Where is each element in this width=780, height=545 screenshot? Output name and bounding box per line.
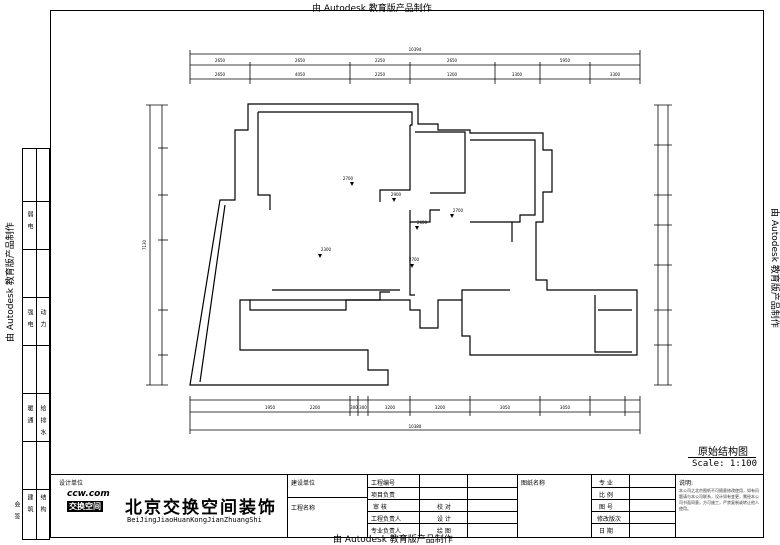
drawing-no-label: 图 号 [599,504,613,511]
dim-label: 1200 [447,72,458,77]
scale-label: 比 例 [599,492,613,499]
dim-label: 3200 [385,405,396,410]
dim-label: 3050 [500,405,511,410]
room-label: 2300 [321,247,332,252]
eng-lead-label: 工程负责人 [371,516,402,523]
signoff-label: 给排水 [39,405,46,441]
dim-label: 3300 [610,72,621,77]
drawing-name-label: 图纸名称 [521,480,546,487]
signoff-label: 结构 [39,494,46,518]
project-name-label: 工程名称 [291,505,316,512]
signoff-label: 会签 [13,501,20,525]
plan-title: 原始结构图 [698,447,748,458]
dim-label: 2650 [295,58,306,63]
room-label: 2600 [417,220,428,225]
check-label: 校 对 [437,504,451,511]
dim-label: 2650 [215,72,226,77]
watermark-left: 由 Autodesk 教育版产品制作 [6,222,16,342]
room-label: 2700 [343,176,354,181]
company-name-en: BeiJingJiaoHuanKongJianZhuangShi [127,516,262,524]
dim-label: 3200 [435,405,446,410]
signoff-label: 建筑 [26,494,33,518]
spec-lead-label: 专业负责人 [371,528,402,535]
build-unit-label: 建设单位 [291,480,316,487]
revision-label: 修改版次 [597,516,622,523]
dim-top-total: 10394 [409,47,422,52]
logo-text: ccw.com [67,489,110,499]
watermark-bottom: 由 Autodesk 教育版产品制作 [333,535,453,545]
draw-label: 绘 图 [437,528,451,535]
project-lead-label: 项目负责 [371,492,396,499]
notes-body: 本公司之北京图纸不可随意修改使用，如有问题请与本公司联系，设计如有变更，需经本公… [679,488,759,511]
notes-label: 说明: [679,480,694,487]
dim-label: 2650 [215,58,226,63]
signoff-strip: 弱电 动力 强电 给排水 暖通 结构 建筑 会签 [13,148,50,540]
project-no-label: 工程编号 [371,480,396,487]
dim-label: 2250 [375,72,386,77]
watermark-top: 由 Autodesk 教育版产品制作 [312,4,432,14]
signoff-label: 动力 [39,309,46,333]
floor-plan: 10394 2650 2650 2250 2650 5950 2650 4050… [142,47,672,434]
dim-label: 300 [350,405,358,410]
signoff-label: 暖通 [26,405,33,429]
design-unit-label: 设计单位 [59,480,84,487]
review-label: 审 核 [373,504,387,511]
dim-label: 2250 [375,58,386,63]
dim-left-total: 7130 [142,239,147,250]
dim-label: 1950 [265,405,276,410]
dim-bottom-total: 10380 [409,424,422,429]
signoff-label: 弱电 [26,211,33,235]
company-logo: ccw.com 交换空间 [65,489,115,513]
company-name-cn: 北京交换空间装饰 [125,498,277,518]
dim-label: 300 [359,405,367,410]
date-label: 日 期 [599,528,613,535]
specialty-label: 专 业 [599,480,613,487]
title-block: 设计单位 ccw.com 交换空间 北京交换空间装饰 BeiJingJiaoHu… [50,474,764,538]
dim-label: 3300 [512,72,523,77]
design-label: 设 计 [437,516,451,523]
room-label: 2700 [453,208,464,213]
room-label: 2900 [391,192,402,197]
dim-label: 3050 [560,405,571,410]
plan-scale: Scale: 1:100 [692,459,758,469]
dim-label: 2200 [310,405,321,410]
dim-label: 2650 [447,58,458,63]
watermark-right: 由 Autodesk 教育版产品制作 [769,208,779,328]
room-label: 2700 [409,257,420,262]
logo-sub: 交换空间 [67,501,103,512]
signoff-label: 强电 [26,309,33,333]
dim-label: 5950 [560,58,571,63]
dim-label: 4050 [295,72,306,77]
